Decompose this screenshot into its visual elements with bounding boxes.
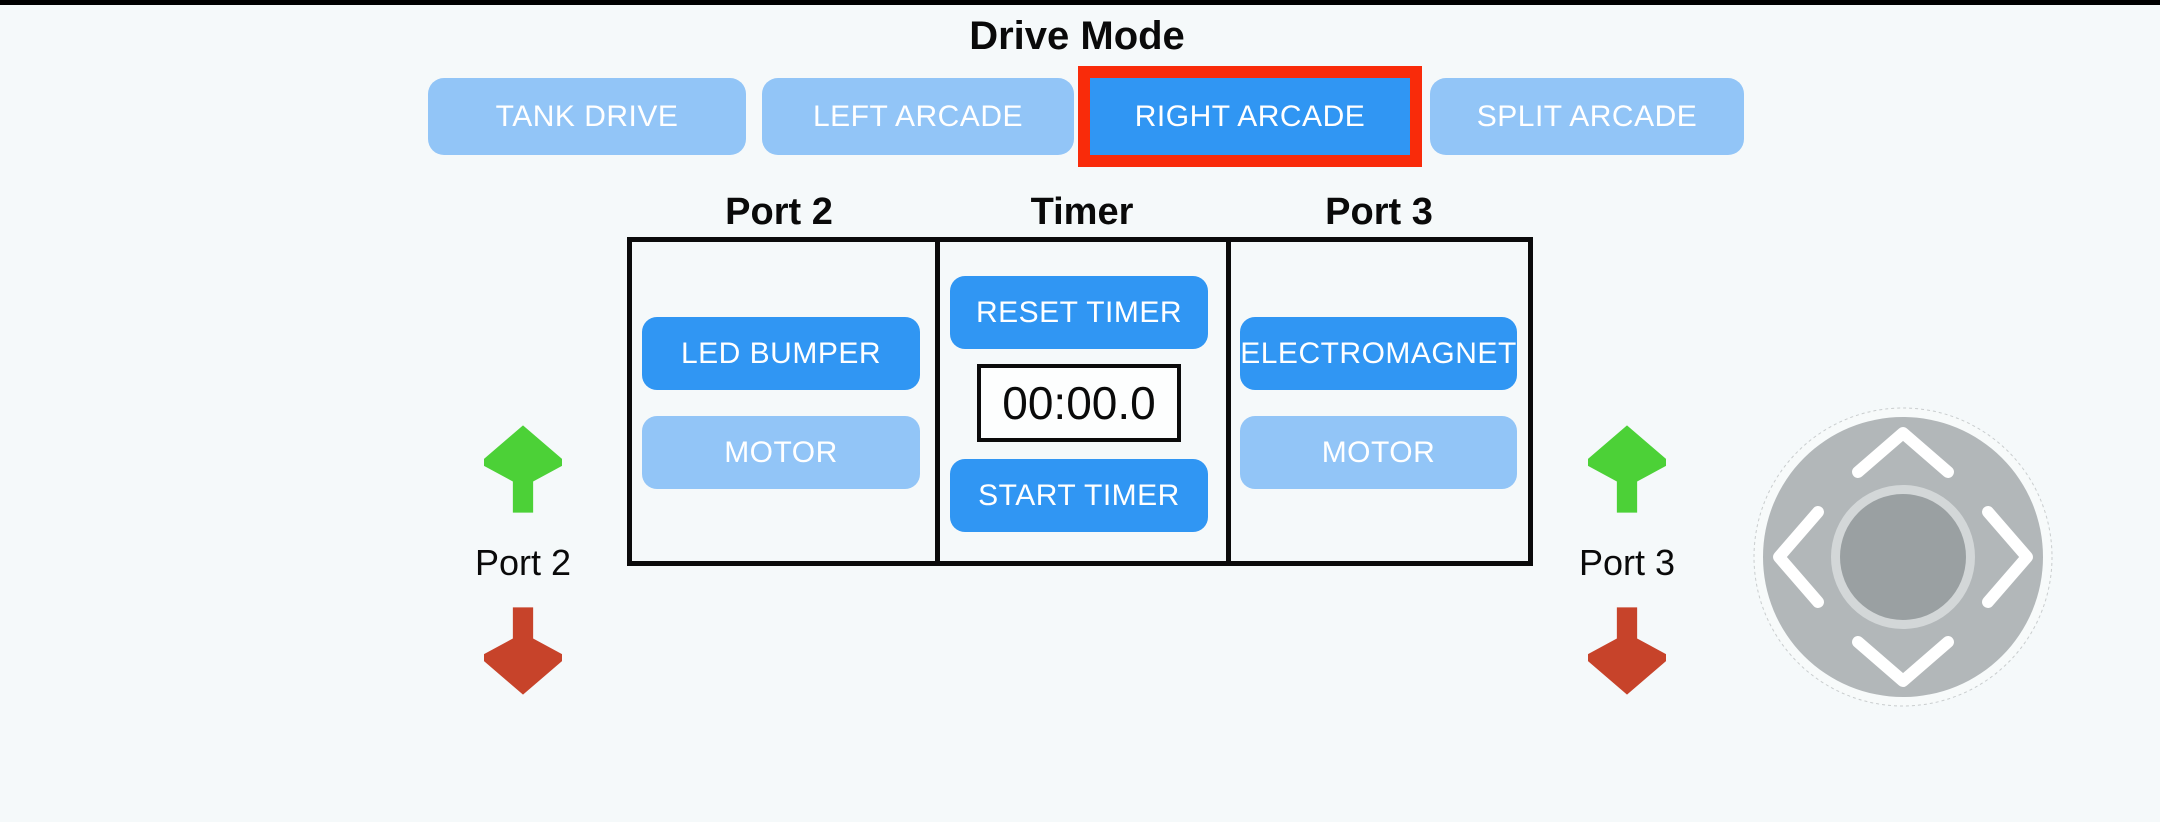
chevron-right-icon <box>1982 506 2033 608</box>
timer-display: 00:00.0 <box>977 364 1181 442</box>
joystick-knob[interactable] <box>1840 494 1966 620</box>
selected-mode-highlight: RIGHT ARCADE <box>1078 66 1422 167</box>
port-2-up-arrow-icon <box>484 425 562 513</box>
panel-divider <box>935 242 940 561</box>
port-3-label: Port 3 <box>1578 542 1676 583</box>
header-port-3: Port 3 <box>1325 191 1433 233</box>
top-black-bar <box>0 0 2160 5</box>
start-timer-button[interactable]: START TIMER <box>950 459 1208 532</box>
motor-button-port-3[interactable]: MOTOR <box>1240 416 1517 489</box>
chevron-down-icon <box>1852 636 1954 687</box>
electromagnet-button[interactable]: ELECTROMAGNET <box>1240 317 1517 390</box>
motor-button-port-2[interactable]: MOTOR <box>642 416 920 489</box>
reset-timer-button[interactable]: RESET TIMER <box>950 276 1208 349</box>
header-timer: Timer <box>1030 191 1134 233</box>
mode-button-right-arcade[interactable]: RIGHT ARCADE <box>1090 78 1410 155</box>
chevron-left-icon <box>1773 506 1824 608</box>
mode-button-left-arcade[interactable]: LEFT ARCADE <box>762 78 1074 155</box>
port-2-label: Port 2 <box>474 542 572 583</box>
port-2-down-arrow-icon <box>484 607 562 695</box>
header-port-2: Port 2 <box>725 191 833 233</box>
panel-divider <box>1226 242 1231 561</box>
mode-button-split-arcade[interactable]: SPLIT ARCADE <box>1430 78 1744 155</box>
control-panel <box>627 237 1533 566</box>
port-3-down-arrow-icon <box>1588 607 1666 695</box>
led-bumper-button[interactable]: LED BUMPER <box>642 317 920 390</box>
mode-button-tank-drive[interactable]: TANK DRIVE <box>428 78 746 155</box>
virtual-joystick[interactable] <box>1753 407 2053 707</box>
port-3-up-arrow-icon <box>1588 425 1666 513</box>
page-title: Drive Mode <box>969 14 1185 58</box>
chevron-up-icon <box>1852 427 1954 478</box>
